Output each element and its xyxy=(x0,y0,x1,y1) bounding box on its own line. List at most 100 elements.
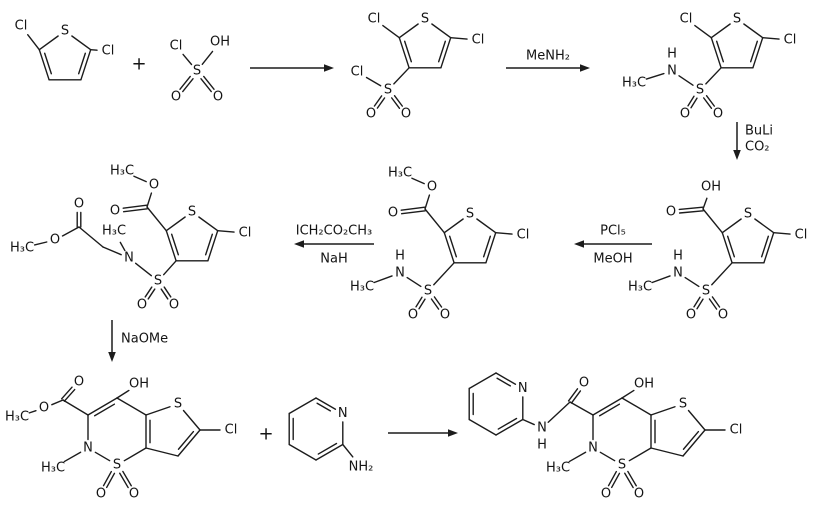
bond xyxy=(482,235,492,258)
atom-label: O xyxy=(171,90,181,105)
bond xyxy=(80,49,92,81)
bond xyxy=(690,97,698,109)
arrow-head xyxy=(574,240,584,248)
atom-label: H xyxy=(395,249,405,264)
atom-label: H₃C xyxy=(388,166,412,181)
atom-label: O xyxy=(713,107,723,122)
bond xyxy=(711,262,733,286)
bond xyxy=(94,451,111,462)
atom-label: O xyxy=(129,487,139,502)
bond xyxy=(400,206,426,211)
bond xyxy=(373,275,393,284)
bond xyxy=(754,218,775,234)
bond xyxy=(710,37,722,69)
bond xyxy=(592,397,623,416)
bond xyxy=(678,210,704,214)
atom-label: H₃C xyxy=(350,280,374,295)
bond xyxy=(708,298,718,310)
arrow-head xyxy=(324,64,334,72)
bond xyxy=(144,286,153,298)
atom-label: O xyxy=(408,308,418,323)
bond xyxy=(179,75,191,90)
bond xyxy=(146,206,168,232)
atom-label: S xyxy=(154,274,162,289)
bond xyxy=(62,399,89,416)
bond xyxy=(721,231,733,264)
atom-label: N xyxy=(673,266,683,281)
atom-label: S xyxy=(193,64,201,79)
atom-label: H₃C xyxy=(622,76,646,91)
bond xyxy=(721,218,742,234)
atom-label: N xyxy=(395,266,405,281)
atom-label: Cl xyxy=(15,19,28,34)
bond xyxy=(71,35,92,51)
bond xyxy=(27,34,40,51)
plus-operator: + xyxy=(258,424,273,445)
bond xyxy=(715,40,725,63)
atom-label: N xyxy=(518,381,528,396)
arrow-head xyxy=(580,64,590,72)
atom-label: H₃C xyxy=(5,410,29,425)
bond xyxy=(567,388,579,402)
bond xyxy=(342,443,354,458)
atom-label: S xyxy=(744,207,752,222)
bond xyxy=(468,372,497,390)
atom-label: O xyxy=(440,308,450,323)
bond xyxy=(105,472,116,489)
bond xyxy=(198,216,219,232)
atom-label: O xyxy=(74,197,84,212)
bond xyxy=(315,443,344,461)
bond xyxy=(160,288,169,300)
bond xyxy=(773,231,791,235)
bond xyxy=(145,447,179,457)
bond xyxy=(693,296,701,308)
atom-label: Cl xyxy=(730,423,743,438)
bond xyxy=(373,95,383,107)
reagent-label: NaH xyxy=(320,252,347,267)
bond xyxy=(147,288,156,300)
bond xyxy=(696,298,704,310)
bond xyxy=(762,37,780,40)
bond xyxy=(162,260,177,276)
bond xyxy=(650,447,684,457)
bond xyxy=(547,401,571,423)
atom-label: O xyxy=(718,308,728,323)
atom-label: OH xyxy=(634,377,654,392)
bond xyxy=(726,235,736,258)
bond xyxy=(122,208,148,213)
bond xyxy=(123,447,147,462)
atom-label: Cl xyxy=(795,228,808,243)
bond xyxy=(650,406,676,416)
atom-label: S xyxy=(702,284,710,299)
bond xyxy=(431,23,452,39)
bond xyxy=(93,403,116,417)
bond xyxy=(51,399,64,406)
atom-label: N xyxy=(124,251,134,266)
bond xyxy=(203,75,215,90)
bond xyxy=(711,296,721,308)
bond xyxy=(170,233,180,256)
arrow-head xyxy=(448,429,458,437)
bond xyxy=(382,24,400,39)
reaction-arrow-6: NaOMe xyxy=(108,320,168,362)
bond xyxy=(702,97,713,109)
bond xyxy=(433,262,455,286)
bond xyxy=(678,75,694,86)
bond xyxy=(398,37,410,69)
bond xyxy=(443,218,464,234)
atom-label: S xyxy=(61,24,69,39)
bond xyxy=(495,418,524,436)
bond xyxy=(705,95,716,107)
bond xyxy=(122,470,132,487)
bond xyxy=(146,192,153,208)
bond xyxy=(78,226,104,248)
bond xyxy=(63,388,76,402)
atom-label: O xyxy=(680,107,690,122)
bond xyxy=(522,418,535,426)
